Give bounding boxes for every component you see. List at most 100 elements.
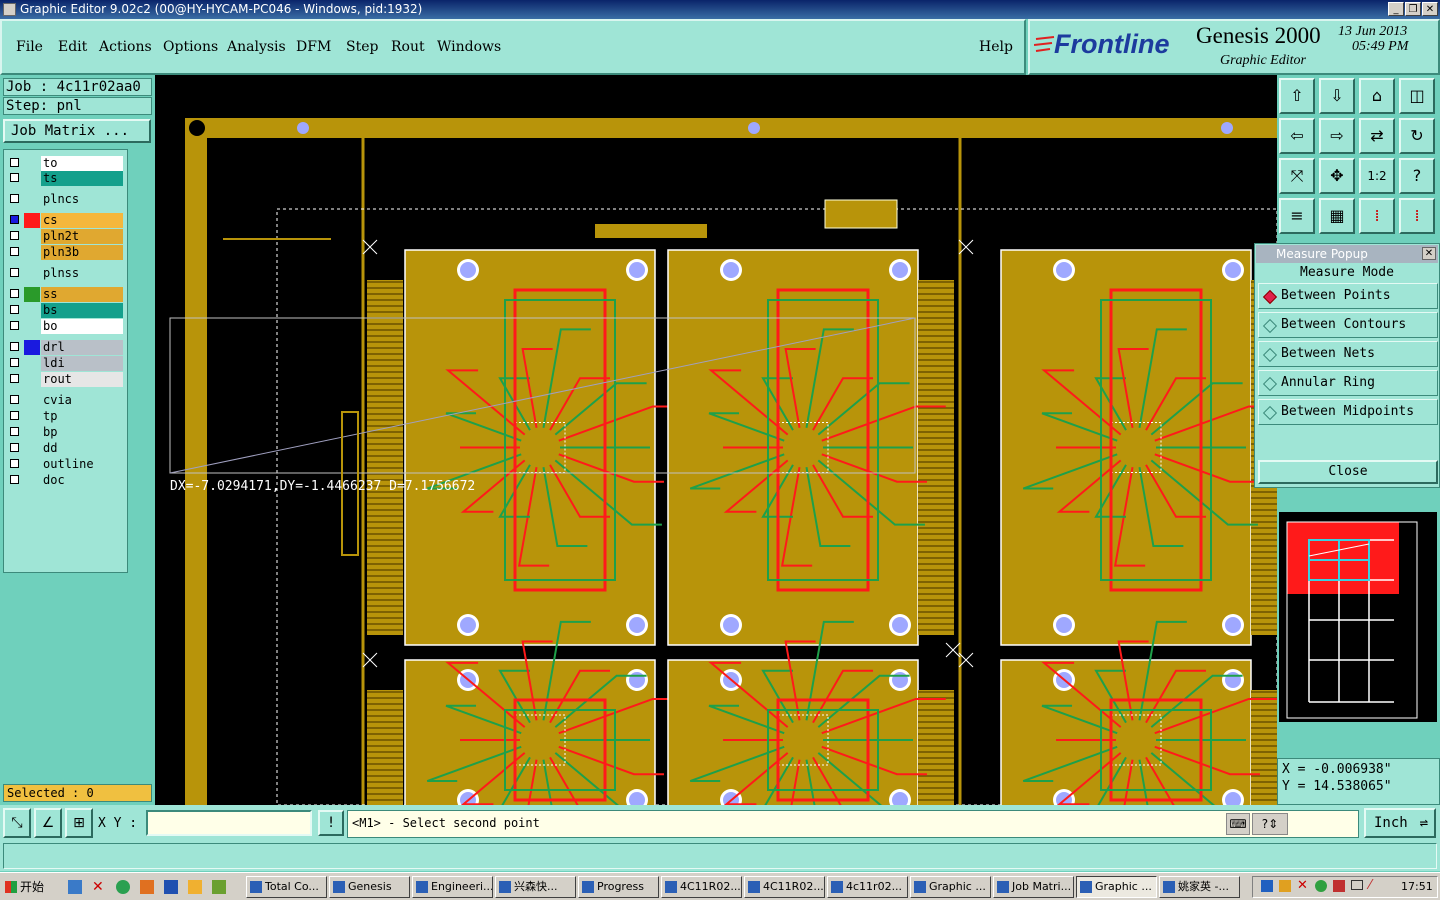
- layer-checkbox[interactable]: [10, 215, 19, 224]
- quicklaunch-close-icon[interactable]: ✕: [92, 879, 104, 895]
- option-annular-ring[interactable]: Annular Ring: [1258, 370, 1438, 396]
- task-button[interactable]: Total Co...: [246, 876, 327, 898]
- layer-checkbox[interactable]: [10, 158, 19, 167]
- layer-row-to[interactable]: to: [8, 156, 124, 171]
- layer-row-ts[interactable]: ts: [8, 171, 124, 186]
- layer-checkbox[interactable]: [10, 173, 19, 182]
- graphic-canvas[interactable]: DX=-7.0294171,DY=-1.4466237 D=7.1756672: [155, 75, 1277, 805]
- option-between-contours[interactable]: Between Contours: [1258, 312, 1438, 338]
- layer-row-doc[interactable]: doc: [8, 473, 124, 488]
- tray-mail-icon[interactable]: [1351, 880, 1363, 890]
- xy-input[interactable]: [146, 810, 312, 836]
- tray-close-icon[interactable]: ✕: [1297, 878, 1308, 893]
- option-between-midpoints[interactable]: Between Midpoints: [1258, 399, 1438, 425]
- task-button[interactable]: 4C11R02...: [744, 876, 825, 898]
- info-icon[interactable]: !: [318, 810, 344, 836]
- task-button[interactable]: Genesis: [329, 876, 410, 898]
- redraw-icon[interactable]: ↻: [1399, 118, 1435, 154]
- tray-app-icon[interactable]: [1279, 880, 1291, 892]
- grid-snap-icon[interactable]: ⊞: [65, 808, 93, 838]
- menu-options[interactable]: Options: [163, 39, 219, 55]
- tray-globe-icon[interactable]: [1315, 880, 1327, 892]
- layer-checkbox[interactable]: [10, 459, 19, 468]
- layer-row-dd[interactable]: dd: [8, 441, 124, 456]
- layer-row-cs[interactable]: cs: [8, 213, 124, 228]
- layer-row-outline[interactable]: outline: [8, 457, 124, 472]
- layer-checkbox[interactable]: [10, 342, 19, 351]
- layer-row-ss[interactable]: ss: [8, 287, 124, 302]
- settings-icon[interactable]: ≡: [1279, 198, 1315, 234]
- menu-analysis[interactable]: Analysis: [227, 39, 286, 55]
- layer-row-bp[interactable]: bp: [8, 425, 124, 440]
- layer-row-bs[interactable]: bs: [8, 303, 124, 318]
- home-view-icon[interactable]: ⌂: [1359, 78, 1395, 114]
- layer-checkbox[interactable]: [10, 395, 19, 404]
- measure-popup-close-icon[interactable]: ✕: [1422, 247, 1436, 260]
- mirror-icon[interactable]: ⇄: [1359, 118, 1395, 154]
- job-matrix-button[interactable]: Job Matrix ...: [3, 119, 151, 143]
- task-button[interactable]: Progress: [578, 876, 659, 898]
- layer-display-icon[interactable]: ⁞: [1359, 198, 1395, 234]
- tray-volume-icon[interactable]: ⁄: [1369, 878, 1372, 893]
- minimize-button[interactable]: _: [1388, 2, 1404, 16]
- scale-1-2-icon[interactable]: 1:2: [1359, 158, 1395, 194]
- task-button[interactable]: 4c11r02...: [827, 876, 908, 898]
- menu-file[interactable]: File: [16, 39, 43, 55]
- help-query-icon[interactable]: ?⇕: [1252, 813, 1288, 835]
- quicklaunch-clock-icon[interactable]: [188, 880, 202, 894]
- task-button[interactable]: Graphic ...: [910, 876, 991, 898]
- quicklaunch-app-icon[interactable]: [140, 880, 154, 894]
- task-button[interactable]: 兴森快...: [495, 876, 576, 898]
- units-selector[interactable]: Inch⇌: [1364, 808, 1436, 838]
- start-button[interactable]: 开始: [2, 876, 54, 898]
- quicklaunch-folder-icon[interactable]: [212, 880, 226, 894]
- layer-checkbox[interactable]: [10, 305, 19, 314]
- layer-row-plncs[interactable]: plncs: [8, 192, 124, 207]
- keyboard-icon[interactable]: ⌨: [1226, 813, 1250, 835]
- maximize-button[interactable]: ❐: [1405, 2, 1421, 16]
- quicklaunch-save-icon[interactable]: [164, 880, 178, 894]
- layer-checkbox[interactable]: [10, 475, 19, 484]
- task-button[interactable]: 姚家英 -...: [1159, 876, 1240, 898]
- task-button[interactable]: 4C11R02...: [661, 876, 742, 898]
- layer-row-plnss[interactable]: plnss: [8, 266, 124, 281]
- layer-row-drl[interactable]: drl: [8, 340, 124, 355]
- menu-help[interactable]: Help: [979, 39, 1013, 55]
- layer-row-bo[interactable]: bo: [8, 319, 124, 334]
- window-zoom-icon[interactable]: ◫: [1399, 78, 1435, 114]
- layer-checkbox[interactable]: [10, 268, 19, 277]
- tray-security-icon[interactable]: [1333, 880, 1345, 892]
- menu-actions[interactable]: Actions: [99, 39, 152, 55]
- quicklaunch-globe-icon[interactable]: [116, 880, 130, 894]
- layer-checkbox[interactable]: [10, 231, 19, 240]
- layer-checkbox[interactable]: [10, 443, 19, 452]
- menu-dfm[interactable]: DFM: [296, 39, 332, 55]
- quicklaunch-icon[interactable]: [68, 880, 82, 894]
- task-button[interactable]: Engineeri...: [412, 876, 493, 898]
- angle-icon[interactable]: ∠: [34, 808, 62, 838]
- fit-icon[interactable]: ⤧: [1279, 158, 1315, 194]
- zoom-down-icon[interactable]: ⇩: [1319, 78, 1355, 114]
- snap-icon[interactable]: ⤡: [3, 808, 31, 838]
- layer-compare-icon[interactable]: ⁞: [1399, 198, 1435, 234]
- menu-edit[interactable]: Edit: [58, 39, 88, 55]
- option-between-points[interactable]: Between Points: [1258, 283, 1438, 309]
- layer-checkbox[interactable]: [10, 321, 19, 330]
- layer-row-rout[interactable]: rout: [8, 372, 124, 387]
- layer-checkbox[interactable]: [10, 358, 19, 367]
- menu-windows[interactable]: Windows: [437, 39, 502, 55]
- layer-row-pln3b[interactable]: pln3b: [8, 245, 124, 260]
- layer-checkbox[interactable]: [10, 247, 19, 256]
- tray-network-icon[interactable]: [1261, 880, 1273, 892]
- layer-checkbox[interactable]: [10, 374, 19, 383]
- layer-checkbox[interactable]: [10, 411, 19, 420]
- layer-row-ldi[interactable]: ldi: [8, 356, 124, 371]
- task-button[interactable]: Graphic ...: [1076, 876, 1157, 898]
- layer-checkbox[interactable]: [10, 427, 19, 436]
- query-icon[interactable]: ?: [1399, 158, 1435, 194]
- layer-checkbox[interactable]: [10, 194, 19, 203]
- zoom-home-icon[interactable]: ⇧: [1279, 78, 1315, 114]
- layer-row-cvia[interactable]: cvia: [8, 393, 124, 408]
- grid-icon[interactable]: ▦: [1319, 198, 1355, 234]
- layer-checkbox[interactable]: [10, 289, 19, 298]
